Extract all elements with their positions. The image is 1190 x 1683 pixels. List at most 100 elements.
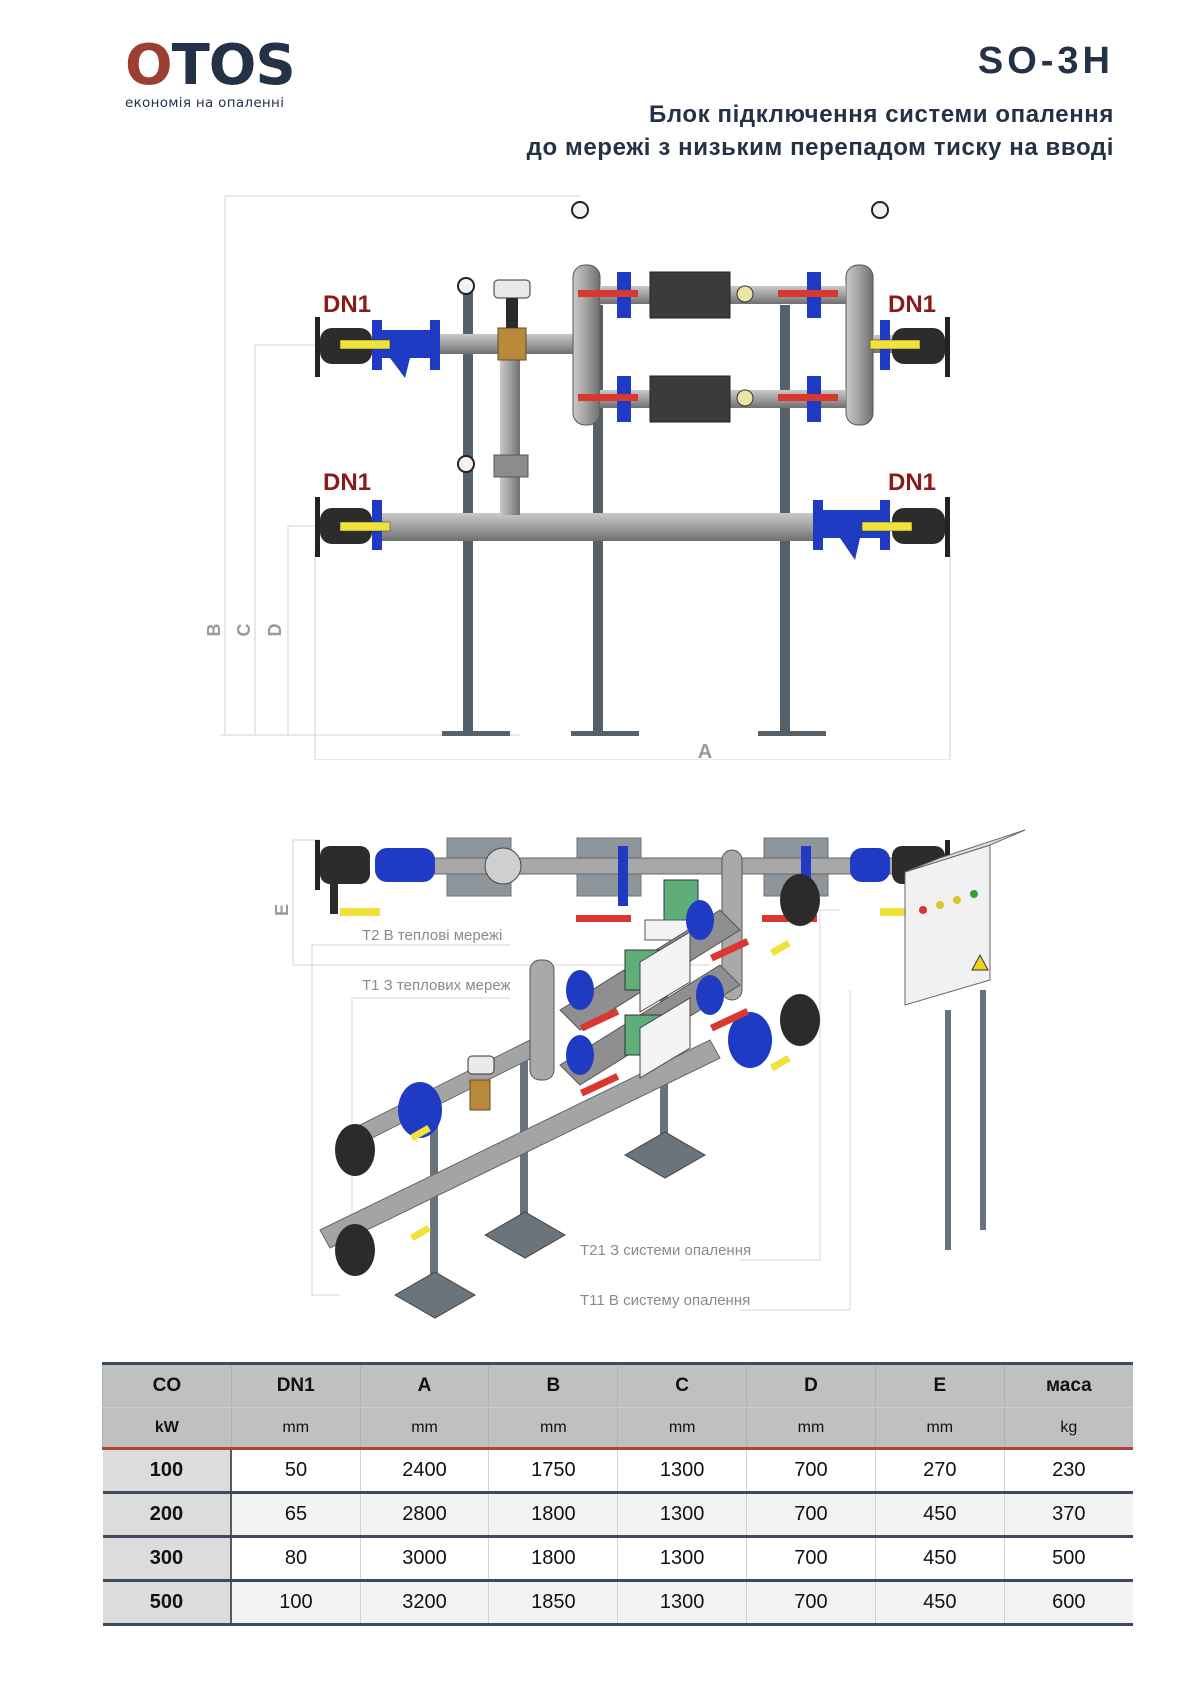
iso-yellow-handles [410, 939, 791, 1242]
header-co: CO [102, 1363, 232, 1408]
left-manifold [572, 264, 601, 426]
cell-e: 450 [874, 1579, 1005, 1625]
cell-e: 450 [874, 1535, 1005, 1581]
cell-b: 1800 [488, 1535, 618, 1581]
subtitle-line-1: Блок підключення системи опалення [649, 101, 1114, 128]
cell-dn1: 100 [230, 1579, 361, 1625]
iso-end-valves [335, 874, 820, 1276]
dim-label-a: A [698, 741, 712, 760]
header-mass: маса [1003, 1363, 1133, 1408]
front-elevation-diagram: B C D A [204, 195, 951, 760]
table-units-row: kW mm mm mm mm mm mm kg [102, 1407, 1133, 1450]
header-dn1: DN1 [230, 1363, 361, 1408]
iso-return-pipe [319, 1039, 721, 1249]
table-row: 200 65 2800 1800 1300 700 450 370 [102, 1491, 1133, 1537]
isometric-diagram: T2 В теплові мережі T1 З теплових мереж … [311, 829, 1026, 1319]
cell-co: 500 [102, 1579, 233, 1625]
bypass-riser [500, 355, 520, 515]
cell-mass: 600 [1003, 1579, 1133, 1625]
dn-label-top-right: DN1 [888, 291, 936, 318]
header-c: C [617, 1363, 747, 1408]
end-valve-bottom-left [315, 497, 391, 557]
cabinet-lamp-green [970, 890, 978, 898]
unit-d: mm [746, 1407, 876, 1450]
cabinet-lamp-red [919, 906, 927, 914]
cell-b: 1750 [488, 1448, 618, 1493]
logo-letter-o: O [125, 33, 173, 98]
unit-mass: kg [1003, 1407, 1133, 1450]
iso-left-manifold [529, 959, 555, 1081]
pump-line-lower [578, 375, 846, 423]
inlet-strainer-top-left [315, 317, 440, 378]
cell-a: 2800 [359, 1491, 489, 1537]
valve-actuator [493, 279, 531, 299]
dn-label-top-left: DN1 [323, 291, 371, 318]
cabinet-lamp-yellow [936, 901, 944, 909]
table-row: 500 100 3200 1850 1300 700 450 600 [102, 1579, 1133, 1625]
dimension-lines [220, 195, 951, 760]
cell-b: 1850 [488, 1579, 618, 1625]
header-a: A [359, 1363, 489, 1408]
cell-d: 700 [746, 1535, 876, 1581]
return-pipe [380, 513, 820, 541]
dim-label-d: D [265, 624, 285, 637]
cell-c: 1300 [617, 1448, 747, 1493]
unit-co: kW [102, 1407, 232, 1450]
cell-mass: 500 [1003, 1535, 1133, 1581]
pump-line-upper [578, 271, 846, 319]
unit-dn1: mm [230, 1407, 361, 1450]
iso-red-handles [580, 938, 750, 1097]
cell-a: 2400 [359, 1448, 489, 1493]
bypass-flange [493, 454, 529, 478]
product-subtitle: Блок підключення системи опалення до мер… [527, 98, 1114, 164]
unit-b: mm [488, 1407, 618, 1450]
callout-t1: T1 З теплових мереж [362, 977, 511, 994]
cell-dn1: 50 [230, 1448, 361, 1493]
table-row: 300 80 3000 1800 1300 700 450 500 [102, 1535, 1133, 1581]
dim-label-b: B [204, 624, 224, 637]
table-header-row: CO DN1 A B C D E маса [102, 1363, 1133, 1408]
header-b: B [488, 1363, 618, 1408]
cell-d: 700 [746, 1448, 876, 1493]
iso-blue-valves [398, 900, 772, 1138]
plan-valve-actuator [484, 847, 522, 885]
cell-a: 3000 [359, 1535, 489, 1581]
unit-c: mm [617, 1407, 747, 1450]
outlet-strainer-bottom-right [813, 497, 950, 560]
dim-label-e: E [272, 904, 292, 916]
cell-dn1: 80 [230, 1535, 361, 1581]
end-valve-top-right [869, 317, 950, 377]
pressure-gauges [457, 201, 889, 473]
otos-logo: OTOS економія на опаленні [125, 38, 325, 113]
unit-e: mm [874, 1407, 1005, 1450]
spec-table: CO DN1 A B C D E маса kW mm mm mm mm mm … [102, 1362, 1133, 1626]
cell-b: 1800 [488, 1491, 618, 1537]
cell-e: 270 [874, 1448, 1005, 1493]
callout-t21: T21 З системи опалення [580, 1242, 751, 1259]
header-e: E [874, 1363, 1005, 1408]
cabinet-lamp-yellow-2 [953, 896, 961, 904]
callout-t2: T2 В теплові мережі [362, 927, 502, 944]
control-cabinet [904, 829, 1026, 1250]
cell-a: 3200 [359, 1579, 489, 1625]
plan-strainer-left [375, 848, 435, 882]
logo-wordmark: OTOS [125, 38, 325, 94]
cell-d: 700 [746, 1491, 876, 1537]
cell-co: 300 [102, 1535, 233, 1581]
cell-dn1: 65 [230, 1491, 361, 1537]
three-way-valve [497, 327, 527, 361]
dn-label-bottom-left: DN1 [323, 469, 371, 496]
unit-a: mm [359, 1407, 489, 1450]
header-d: D [746, 1363, 876, 1408]
table-row: 100 50 2400 1750 1300 700 270 230 [102, 1448, 1133, 1493]
callout-t11: T11 В систему опалення [580, 1292, 750, 1309]
cell-mass: 230 [1003, 1448, 1133, 1493]
logo-letters: TOS [171, 33, 296, 98]
right-manifold [845, 264, 874, 426]
logo-tagline: економія на опаленні [125, 95, 285, 111]
iso-valve-actuator [467, 1055, 495, 1075]
cell-co: 100 [102, 1448, 233, 1493]
cell-c: 1300 [617, 1579, 747, 1625]
dn-label-bottom-right: DN1 [888, 469, 936, 496]
iso-three-way-valve [469, 1079, 491, 1111]
